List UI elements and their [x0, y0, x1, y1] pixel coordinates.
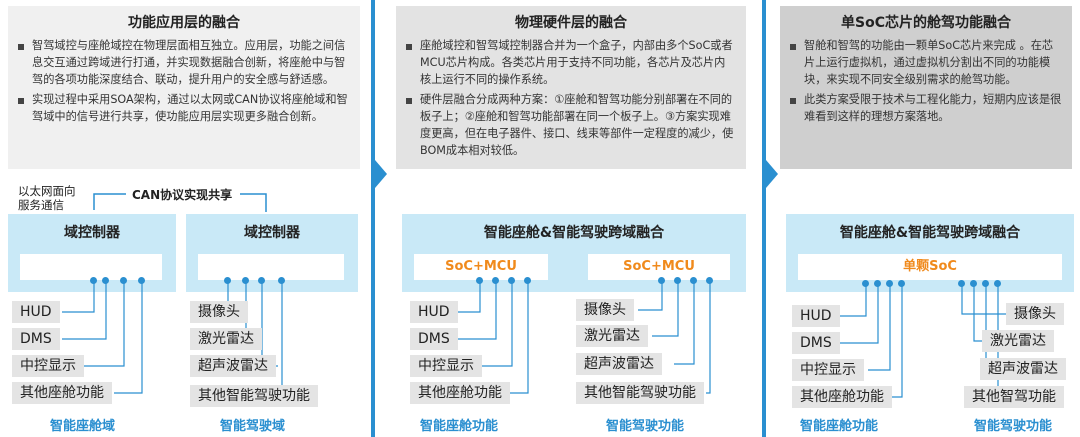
- description-box: 单SoC芯片的舱驾功能融合 智舱和智驾的功能由一颗单SoC芯片来完成 。在芯片上…: [780, 6, 1072, 169]
- port-dot: [886, 280, 893, 287]
- func-ultrasonic-radar: 超声波雷达: [980, 358, 1066, 380]
- domain-title: 域控制器: [244, 225, 300, 241]
- port-dot: [674, 277, 681, 284]
- port-dot: [476, 277, 483, 284]
- port-dot: [278, 277, 285, 284]
- driving-function-label: 智能驾驶功能: [974, 419, 1053, 434]
- bullet-item: 智驾域控与座舱域控在物理层面相互独立。应用层，功能之间信息交互通过跨域进行打通，…: [18, 38, 350, 88]
- port-dot: [958, 280, 965, 287]
- func-lidar: 激光雷达: [982, 330, 1054, 352]
- description-box: 物理硬件层的融合 座舱域控和智驾域控制器合并为一个盒子，内部由多个SoC或者MC…: [396, 6, 746, 169]
- driving-function-label: 智能驾驶功能: [606, 419, 685, 434]
- section-title: 单SoC芯片的舱驾功能融合: [841, 15, 1011, 31]
- func-ultrasonic-radar: 超声波雷达: [190, 355, 276, 377]
- func-camera: 摄像头: [190, 301, 248, 323]
- port-dot: [102, 277, 109, 284]
- port-dot: [706, 277, 713, 284]
- bullet-item: 智舱和智驾的功能由一颗单SoC芯片来完成 。在芯片上运行虚拟机，通过虚拟机分割出…: [790, 38, 1062, 88]
- func-dms: DMS: [12, 328, 60, 350]
- bullet-list: 智驾域控与座舱域控在物理层面相互独立。应用层，功能之间信息交互通过跨域进行打通，…: [18, 38, 350, 126]
- port-dot: [690, 277, 697, 284]
- bullet-item: 实现过程中采用SOA架构，通过以太网或CAN协议将座舱域和智驾域中的信号进行共享…: [18, 92, 350, 126]
- port-dot: [994, 280, 1001, 287]
- column-functional-fusion: 功能应用层的融合 智驾域控与座舱域控在物理层面相互独立。应用层，功能之间信息交互…: [0, 0, 372, 437]
- port-dot: [224, 277, 231, 284]
- func-camera: 摄像头: [1006, 303, 1064, 325]
- bullet-item: 此类方案受限于技术与工程化能力，短期内应该是很难看到这样的理想方案落地。: [790, 92, 1062, 126]
- cockpit-function-label: 智能座舱功能: [420, 419, 499, 434]
- cockpit-domain-controller: 域控制器: [8, 214, 176, 292]
- port-dot: [138, 277, 145, 284]
- port-dot: [862, 280, 869, 287]
- port-dot: [242, 277, 249, 284]
- func-hud: HUD: [792, 305, 840, 327]
- section-title: 功能应用层的融合: [128, 15, 240, 31]
- ethernet-label: 以太网面向 服务通信: [18, 184, 76, 212]
- port-dot: [492, 277, 499, 284]
- cockpit-domain-label: 智能座舱域: [50, 419, 116, 434]
- func-center-display: 中控显示: [410, 355, 482, 377]
- func-ultrasonic-radar: 超声波雷达: [576, 353, 662, 375]
- port-dot: [524, 277, 531, 284]
- port-dot: [898, 280, 905, 287]
- func-other-cockpit: 其他座舱功能: [12, 382, 112, 404]
- func-dms: DMS: [410, 328, 458, 350]
- port-dot: [508, 277, 515, 284]
- bullet-list: 智舱和智驾的功能由一颗单SoC芯片来完成 。在芯片上运行虚拟机，通过虚拟机分割出…: [790, 38, 1062, 126]
- func-dms: DMS: [792, 332, 840, 354]
- func-other-cockpit: 其他座舱功能: [792, 386, 892, 408]
- description-box: 功能应用层的融合 智驾域控与座舱域控在物理层面相互独立。应用层，功能之间信息交互…: [8, 6, 360, 169]
- port-dot: [658, 277, 665, 284]
- chip-label: SoC+MCU: [623, 259, 695, 274]
- func-lidar: 激光雷达: [576, 325, 648, 347]
- soc-mcu-chip-left: SoC+MCU: [414, 254, 548, 280]
- cross-domain-controller: 智能座舱&智能驾驶跨域融合 SoC+MCU SoC+MCU: [402, 214, 746, 292]
- column-divider-2: [762, 0, 778, 437]
- func-hud: HUD: [410, 301, 458, 323]
- chip-label: SoC+MCU: [445, 259, 517, 274]
- port-dot: [120, 277, 127, 284]
- column-divider-1: [371, 0, 387, 437]
- port-dot: [982, 280, 989, 287]
- func-center-display: 中控显示: [12, 355, 84, 377]
- bullet-list: 座舱域控和智驾域控制器合并为一个盒子，内部由多个SoC或者MCU芯片构成。各类芯…: [406, 38, 736, 160]
- controller-board: [20, 254, 162, 280]
- driving-domain-label: 智能驾驶域: [220, 419, 286, 434]
- section-title: 物理硬件层的融合: [515, 15, 627, 31]
- cockpit-function-label: 智能座舱功能: [800, 419, 879, 434]
- domain-title: 智能座舱&智能驾驶跨域融合: [839, 225, 1021, 241]
- func-other-driving: 其他智能驾驶功能: [190, 385, 318, 407]
- bullet-item: 硬件层融合分成两种方案：①座舱和智驾功能分别部署在不同的板子上；②座舱和智驾功能…: [406, 92, 736, 159]
- controller-board: [198, 254, 344, 280]
- cross-domain-controller: 智能座舱&智能驾驶跨域融合 单颗SoC: [786, 214, 1074, 292]
- func-other-driving: 其他智驾功能: [964, 386, 1064, 408]
- single-soc-chip: 单颗SoC: [798, 254, 1062, 280]
- port-dot: [874, 280, 881, 287]
- func-camera: 摄像头: [576, 299, 634, 321]
- domain-title: 域控制器: [64, 225, 120, 241]
- port-dot: [90, 277, 97, 284]
- port-dot: [970, 280, 977, 287]
- driving-domain-controller: 域控制器: [186, 214, 358, 292]
- soc-mcu-chip-right: SoC+MCU: [588, 254, 730, 280]
- func-hud: HUD: [12, 301, 60, 323]
- func-lidar: 激光雷达: [190, 328, 262, 350]
- port-dot: [258, 277, 265, 284]
- func-other-cockpit: 其他座舱功能: [410, 382, 510, 404]
- column-hardware-fusion: 物理硬件层的融合 座舱域控和智驾域控制器合并为一个盒子，内部由多个SoC或者MC…: [384, 0, 762, 437]
- func-other-driving: 其他智能驾驶功能: [576, 382, 704, 404]
- column-single-soc-fusion: 单SoC芯片的舱驾功能融合 智舱和智驾的功能由一颗单SoC芯片来完成 。在芯片上…: [774, 0, 1080, 437]
- bullet-item: 座舱域控和智驾域控制器合并为一个盒子，内部由多个SoC或者MCU芯片构成。各类芯…: [406, 38, 736, 88]
- can-protocol-label: CAN协议实现共享: [128, 186, 237, 203]
- func-center-display: 中控显示: [792, 359, 864, 381]
- domain-title: 智能座舱&智能驾驶跨域融合: [483, 225, 665, 241]
- chip-label: 单颗SoC: [903, 259, 957, 274]
